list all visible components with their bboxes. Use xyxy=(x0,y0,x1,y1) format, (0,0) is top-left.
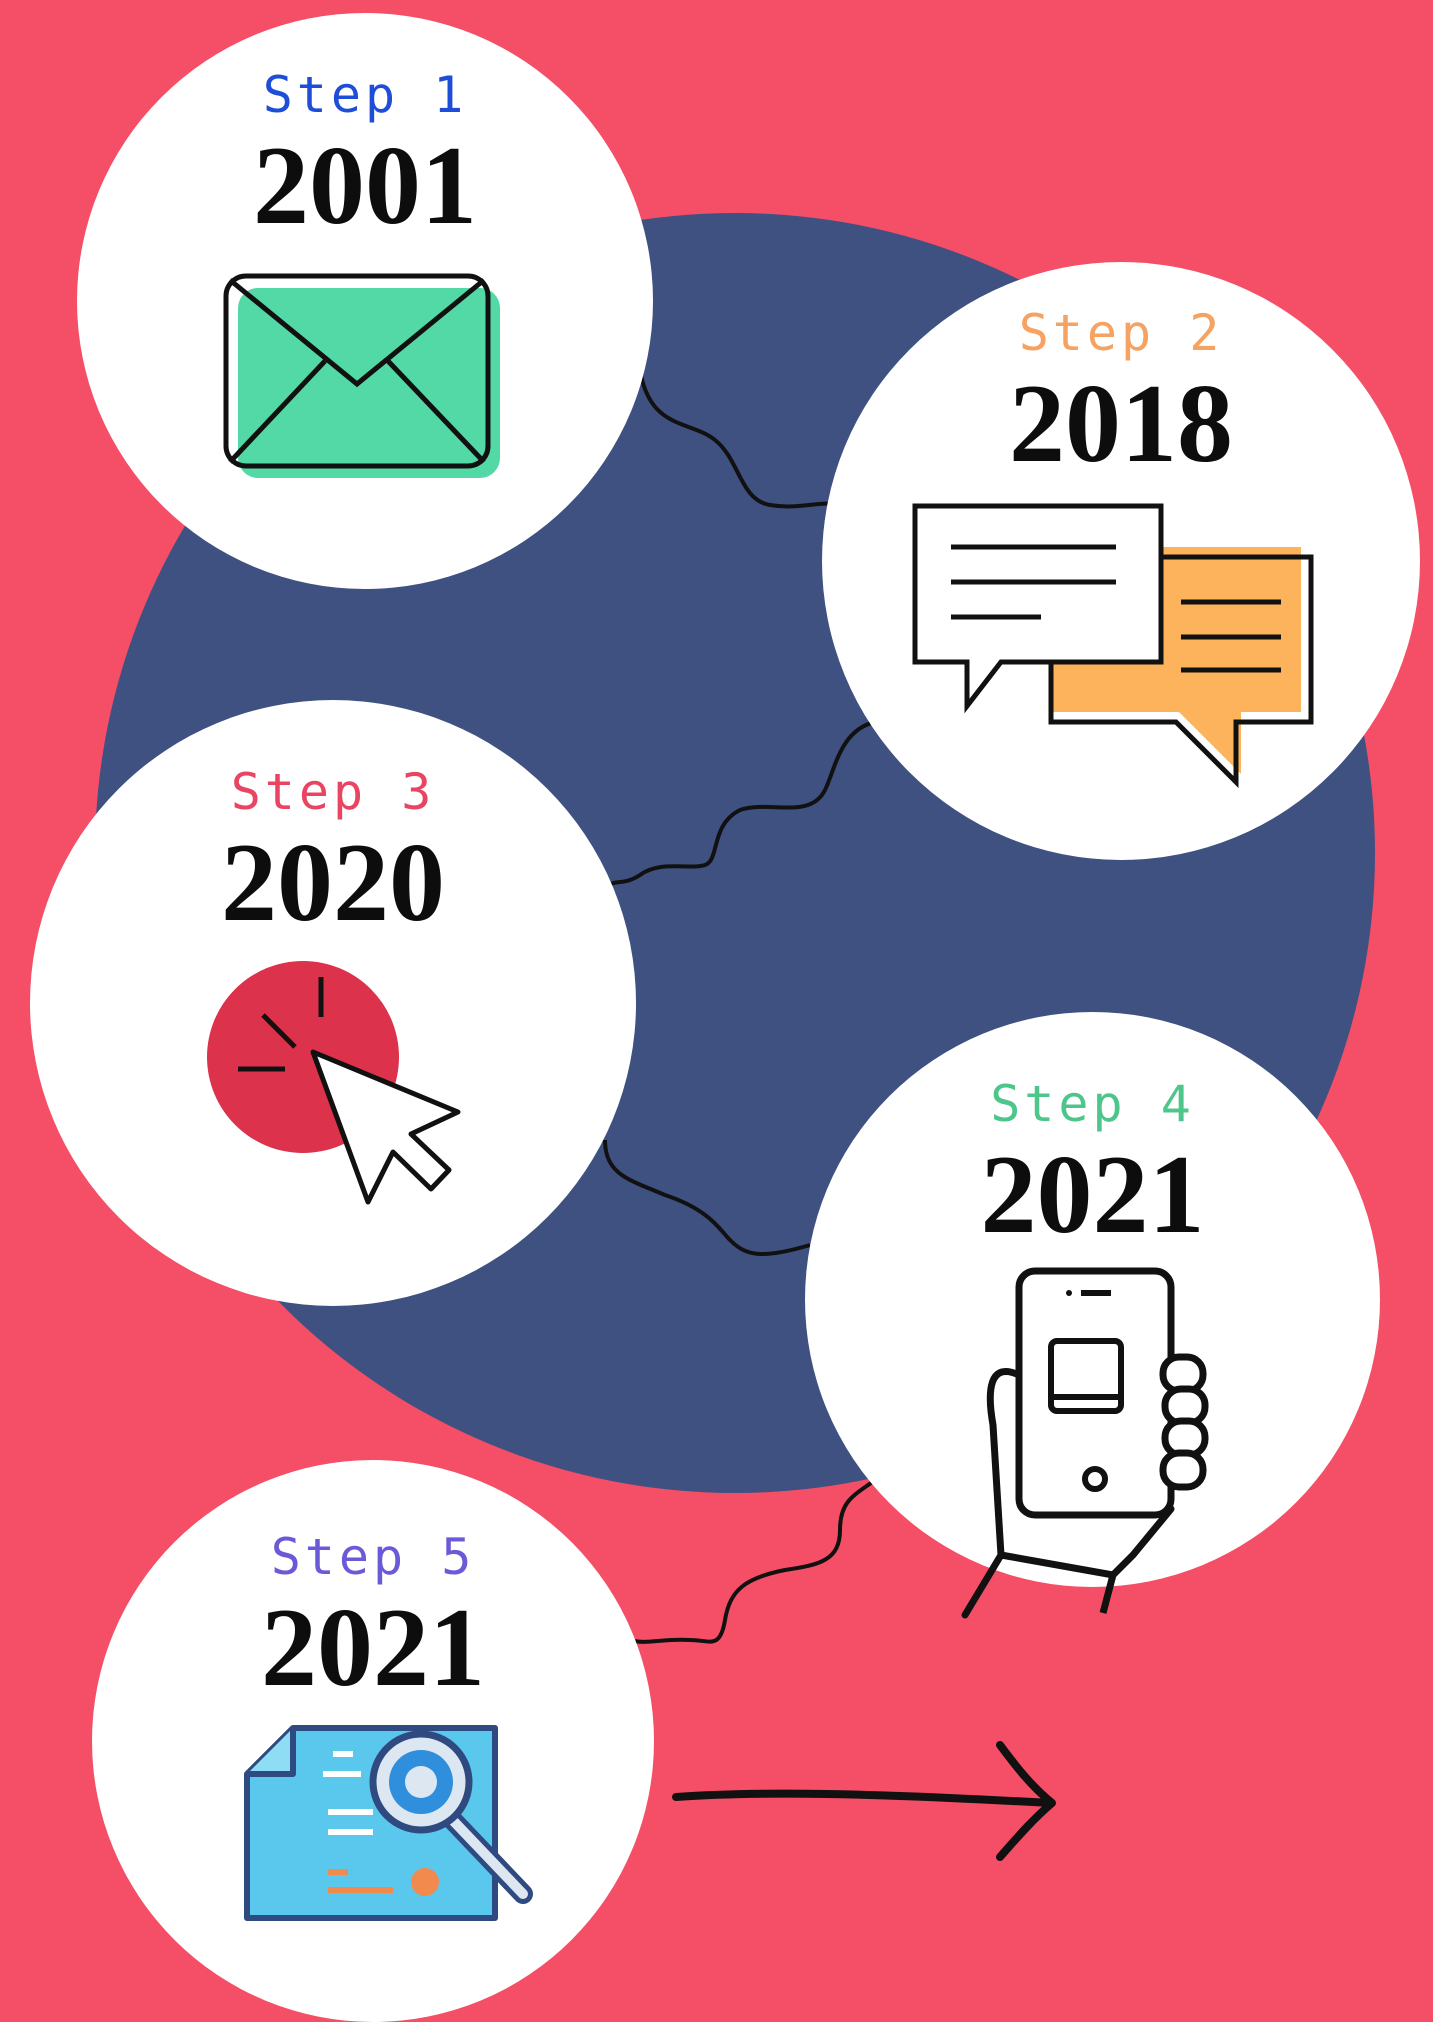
step-4-circle: Step 4 2021 xyxy=(805,1012,1380,1619)
step-4-year: 2021 xyxy=(980,1133,1205,1257)
step-2-year: 2018 xyxy=(1009,362,1233,486)
step-1-year: 2001 xyxy=(253,124,477,248)
cursor-click-icon xyxy=(183,957,483,1222)
step-2-circle: Step 2 2018 xyxy=(822,262,1420,860)
envelope-icon xyxy=(220,266,510,491)
smartphone-hand-icon xyxy=(953,1265,1233,1630)
step-1-label: Step 1 xyxy=(262,66,468,124)
step-5-year: 2021 xyxy=(261,1586,485,1710)
connector-2-3 xyxy=(608,720,876,887)
document-search-icon xyxy=(243,1724,543,1929)
step-2-label: Step 2 xyxy=(1018,304,1224,362)
step-4-label: Step 4 xyxy=(990,1075,1195,1133)
connector-1-2 xyxy=(638,369,841,509)
step-3-label: Step 3 xyxy=(230,763,436,821)
right-arrow-icon xyxy=(672,1741,1056,1861)
connector-4-5 xyxy=(629,1478,877,1644)
step-5-label: Step 5 xyxy=(270,1528,476,1586)
step-3-year: 2020 xyxy=(221,821,445,945)
connector-3-4 xyxy=(603,1139,811,1257)
step-3-circle: Step 3 2020 xyxy=(30,700,636,1306)
step-5-circle: Step 5 2021 xyxy=(92,1460,654,2022)
step-1-circle: Step 1 2001 xyxy=(77,13,653,589)
chat-bubbles-icon xyxy=(911,502,1331,797)
